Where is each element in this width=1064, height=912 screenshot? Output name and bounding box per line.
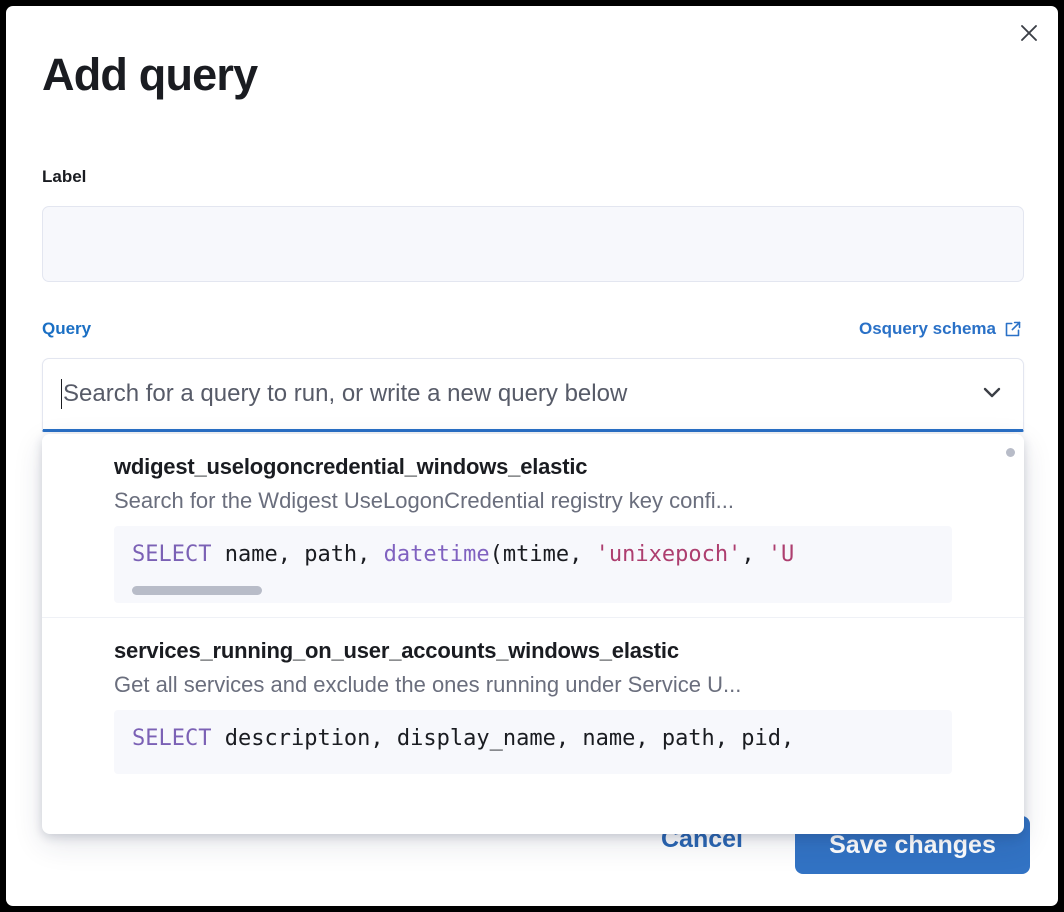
sql-token-plain: ,	[741, 542, 768, 567]
dropdown-scrollbar-thumb[interactable]	[1006, 448, 1015, 457]
osquery-schema-link-label: Osquery schema	[858, 319, 996, 338]
query-combobox[interactable]: Search for a query to run, or write a ne…	[42, 358, 1024, 432]
query-suggestions-dropdown: wdigest_uselogoncredential_windows_elast…	[42, 434, 1024, 834]
label-input[interactable]	[42, 206, 1024, 282]
sql-token-keyword: SELECT	[132, 726, 212, 751]
query-options-list: wdigest_uselogoncredential_windows_elast…	[42, 434, 1024, 788]
query-sql-line: SELECT name, path, datetime(mtime, 'unix…	[132, 540, 952, 570]
page-title: Add query	[42, 49, 258, 100]
external-link-icon	[1004, 320, 1022, 338]
query-option-title: services_running_on_user_accounts_window…	[114, 638, 679, 663]
sql-token-plain: name, path,	[211, 542, 384, 567]
query-field-caption: Query	[42, 319, 92, 338]
query-option-title: wdigest_uselogoncredential_windows_elast…	[114, 454, 588, 479]
close-icon	[1017, 21, 1041, 45]
query-combobox-placeholder: Search for a query to run, or write a ne…	[63, 380, 628, 407]
sql-token-string: 'U	[767, 542, 795, 567]
sql-token-string: 'unixepoch'	[595, 542, 742, 567]
code-horizontal-scrollbar-thumb[interactable]	[132, 586, 262, 595]
sql-token-plain: (mtime,	[489, 542, 596, 567]
query-sql-line: SELECT description, display_name, name, …	[132, 724, 952, 754]
sql-token-function: datetime	[383, 542, 490, 567]
query-option-code-block: SELECT name, path, datetime(mtime, 'unix…	[114, 526, 952, 603]
query-option-item[interactable]: services_running_on_user_accounts_window…	[42, 617, 1024, 788]
query-option-description: Search for the Wdigest UseLogonCredentia…	[114, 488, 734, 513]
text-caret	[61, 379, 62, 409]
sql-token-plain: description, display_name, name, path, p…	[211, 726, 795, 751]
chevron-down-icon[interactable]	[977, 377, 1007, 412]
query-option-code-block: SELECT description, display_name, name, …	[114, 710, 952, 774]
label-field-caption: Label	[42, 167, 87, 186]
close-button[interactable]	[1008, 12, 1050, 54]
query-option-description: Get all services and exclude the ones ru…	[114, 672, 742, 697]
code-block-spacer	[132, 754, 952, 766]
add-query-modal: Add query Label Query Osquery schema Sea…	[6, 6, 1058, 906]
query-option-item[interactable]: wdigest_uselogoncredential_windows_elast…	[42, 434, 1024, 617]
sql-token-keyword: SELECT	[132, 542, 212, 567]
osquery-schema-link[interactable]: Osquery schema	[859, 319, 1022, 339]
